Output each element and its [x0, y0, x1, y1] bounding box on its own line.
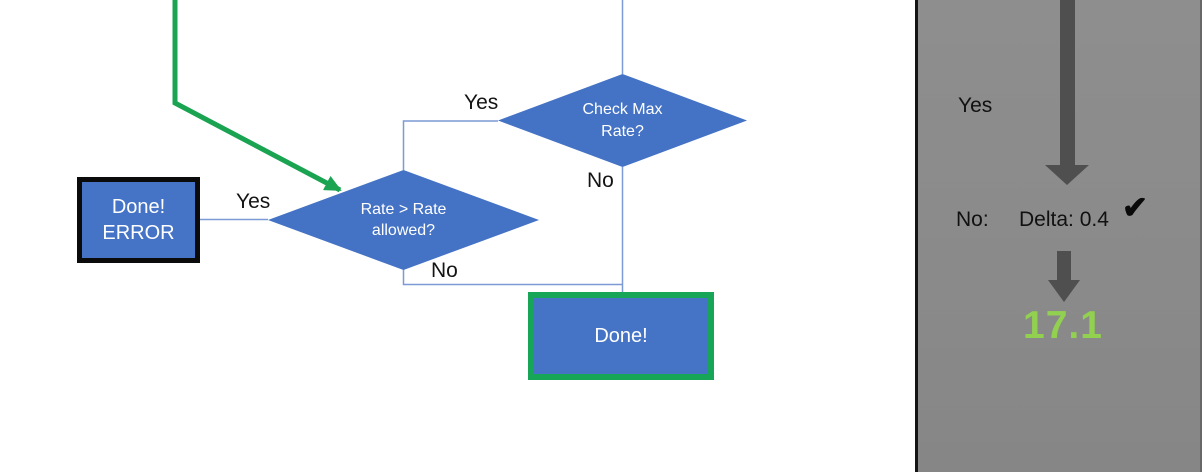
checkmark-icon: ✔ [1122, 190, 1148, 225]
decision-check-max-rate-label: Check Max Rate? [582, 101, 663, 140]
down-arrow-head-icon [1048, 280, 1080, 302]
done-error-line2: ERROR [102, 222, 175, 244]
branch-label-rate-yes: Yes [236, 190, 271, 213]
down-arrow-head-icon [1045, 165, 1089, 185]
terminal-done[interactable]: Done! [528, 292, 714, 380]
down-arrow-icon [1057, 251, 1071, 281]
branch-label-rate-no: No [431, 259, 458, 282]
connector-checkmax-yes-to-rate [402, 120, 498, 170]
branch-label-checkmax-yes: Yes [464, 91, 499, 114]
down-arrow-icon [1060, 0, 1075, 166]
summary-panel[interactable]: Yes No: Delta: 0.4 ✔ 17.1 [915, 0, 1202, 472]
done-label: Done! [594, 324, 648, 347]
green-path-arrow [172, 0, 342, 193]
result-value: 17.1 [1023, 304, 1103, 347]
decision-rate-allowed-label: Rate > Rate allowed? [360, 200, 447, 239]
panel-no-label: No: [956, 208, 989, 231]
branch-label-checkmax-no: No [587, 169, 614, 192]
connector-rate-no-to-done [402, 268, 622, 286]
panel-yes-label: Yes [958, 94, 993, 117]
done-error-line1: Done! [111, 195, 166, 218]
terminal-done-error[interactable]: Done! ERROR [77, 177, 200, 263]
panel-delta-value: Delta: 0.4 [1019, 208, 1109, 231]
